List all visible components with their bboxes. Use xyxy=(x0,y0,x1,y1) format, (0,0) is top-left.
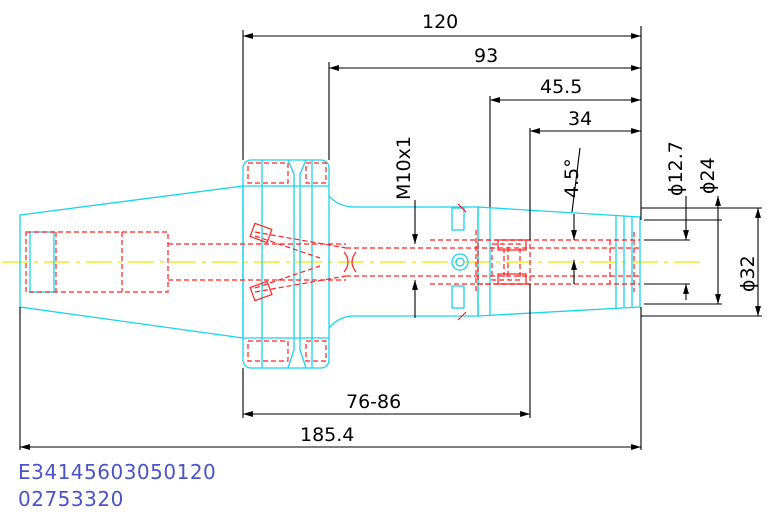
dim-dia-32-label: ϕ32 xyxy=(737,255,759,292)
dim-dia-24-label: ϕ24 xyxy=(697,157,719,194)
hidden-lines xyxy=(25,162,640,362)
dim-angle-label: 4.5° xyxy=(561,158,583,198)
dim-thread-label: M10x1 xyxy=(393,136,415,200)
drawbar-bore xyxy=(25,231,169,293)
hidden-solid-details xyxy=(249,203,527,321)
dim-45-5-label: 45.5 xyxy=(540,76,582,98)
order-code: 02753320 xyxy=(18,487,124,511)
flange xyxy=(242,159,330,369)
dim-120-label: 120 xyxy=(422,11,458,33)
part-code: E34145603050120 xyxy=(18,460,217,484)
dim-185-4-label: 185.4 xyxy=(300,424,354,446)
dim-34-label: 34 xyxy=(568,108,592,130)
dim-76-86-label: 76-86 xyxy=(346,391,401,413)
tool-outline xyxy=(19,159,641,369)
dim-93-label: 93 xyxy=(474,45,498,67)
dim-dia-12-7-label: ϕ12.7 xyxy=(665,141,687,196)
dimension-lines xyxy=(19,26,762,450)
